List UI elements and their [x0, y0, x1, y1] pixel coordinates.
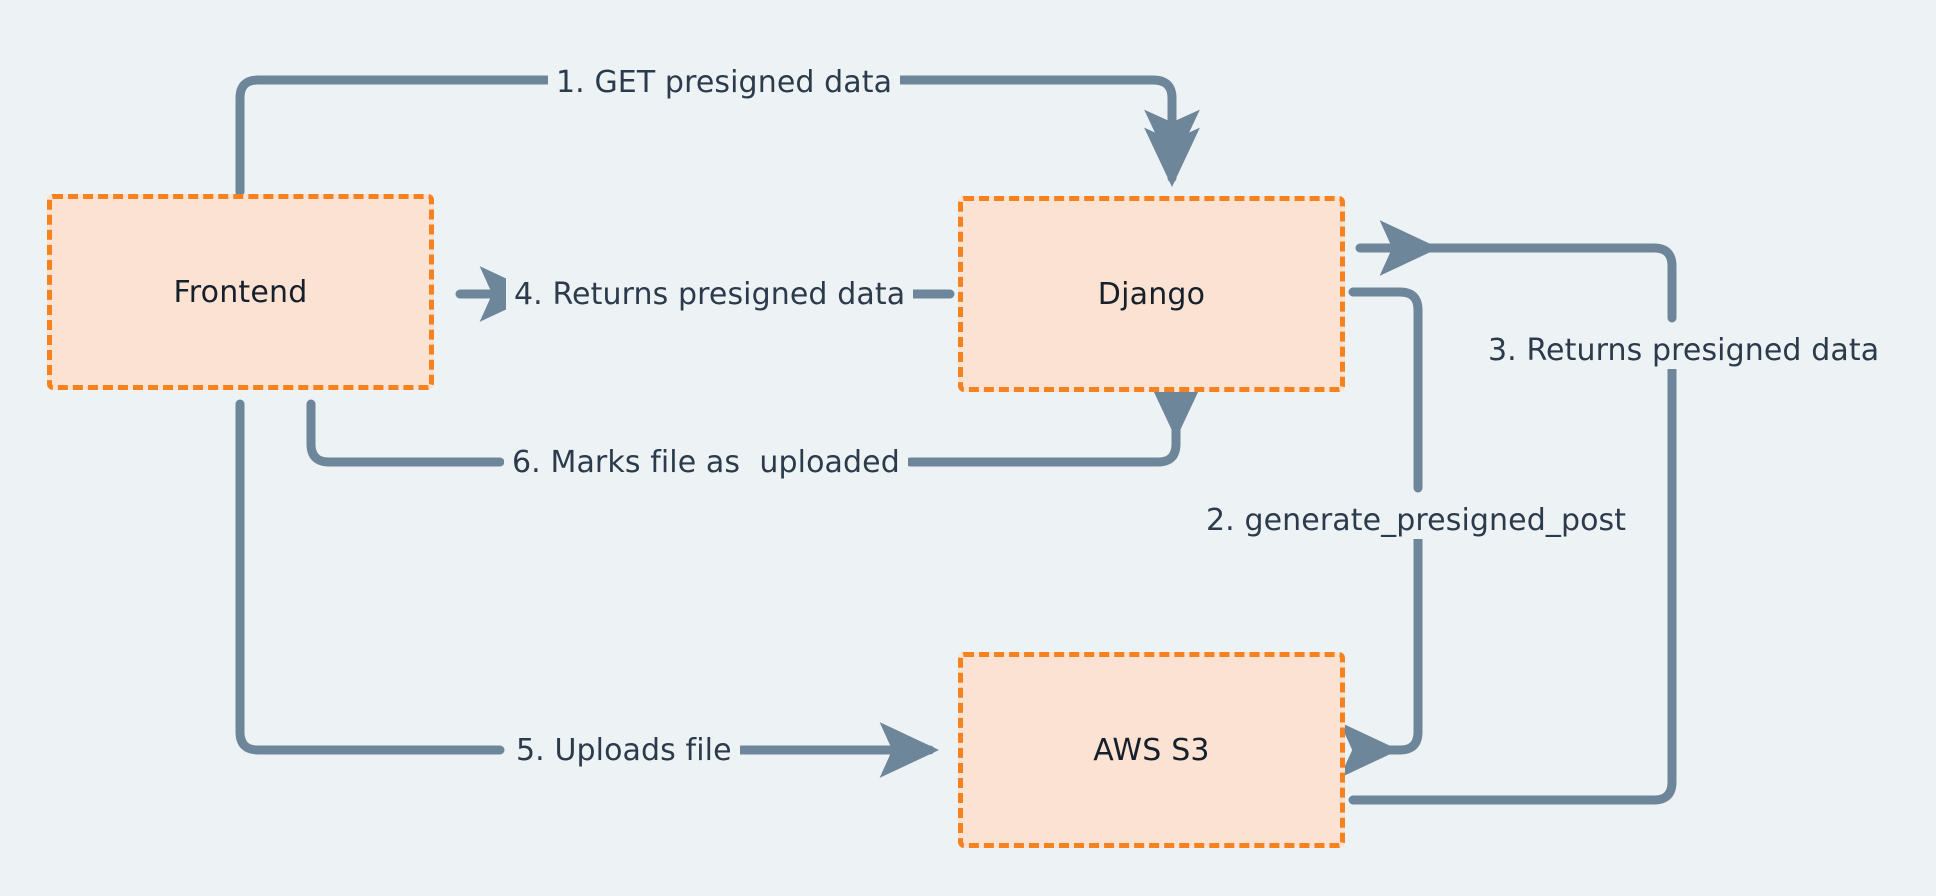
edge-path-6b: [905, 415, 1181, 467]
edge-label-3: 3. Returns presigned data: [1480, 332, 1888, 369]
node-django-label: Django: [1097, 276, 1206, 312]
edge-path-2: [1348, 287, 1423, 493]
edge-path-6: [306, 399, 505, 467]
edge-label-6: 6. Marks file as uploaded: [504, 444, 908, 481]
edge-path-3: [1348, 365, 1677, 805]
edge-label-4: 4. Returns presigned data: [506, 276, 914, 313]
node-django[interactable]: Django: [958, 196, 1345, 392]
edge-label-2: 2. generate_presigned_post: [1198, 502, 1635, 539]
edge-label-5: 5. Uploads file: [508, 732, 740, 769]
node-aws-s3[interactable]: AWS S3: [958, 652, 1345, 848]
node-frontend[interactable]: Frontend: [47, 194, 434, 390]
edge-path-2b: [1375, 523, 1423, 755]
edge-path-5: [235, 399, 505, 755]
node-frontend-label: Frontend: [173, 274, 308, 310]
edge-label-1: 1. GET presigned data: [548, 64, 901, 101]
edge-path-3b: [1415, 243, 1677, 323]
node-aws-s3-label: AWS S3: [1093, 732, 1210, 768]
